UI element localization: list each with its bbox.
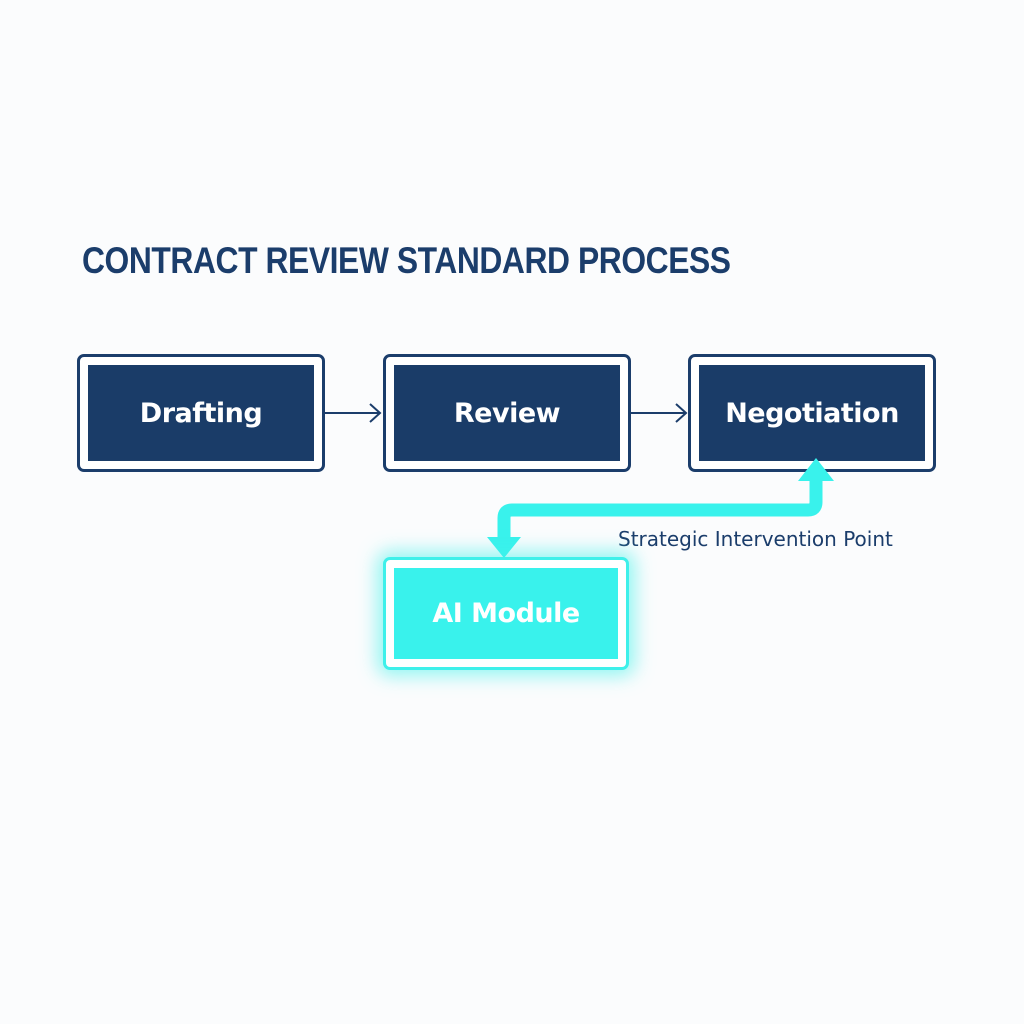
ai-intervention-connector: [487, 458, 834, 558]
ai-module-label: AI Module: [432, 598, 580, 629]
step-drafting: Drafting: [77, 354, 325, 472]
ai-module-node: AI Module: [383, 557, 629, 670]
arrow-head-to-negotiation: [798, 458, 834, 481]
intervention-label: Strategic Intervention Point: [618, 527, 893, 551]
step-label: Review: [453, 397, 561, 429]
step-label: Negotiation: [725, 397, 899, 429]
diagram-title: CONTRACT REVIEW STANDARD PROCESS: [82, 240, 731, 281]
step-label: Drafting: [139, 397, 263, 429]
step-negotiation: Negotiation: [688, 354, 936, 472]
arrow-head-to-ai-module: [487, 537, 521, 558]
arrow-review-to-negotiation: [631, 403, 688, 423]
arrow-drafting-to-review: [325, 403, 382, 423]
step-review: Review: [383, 354, 631, 472]
